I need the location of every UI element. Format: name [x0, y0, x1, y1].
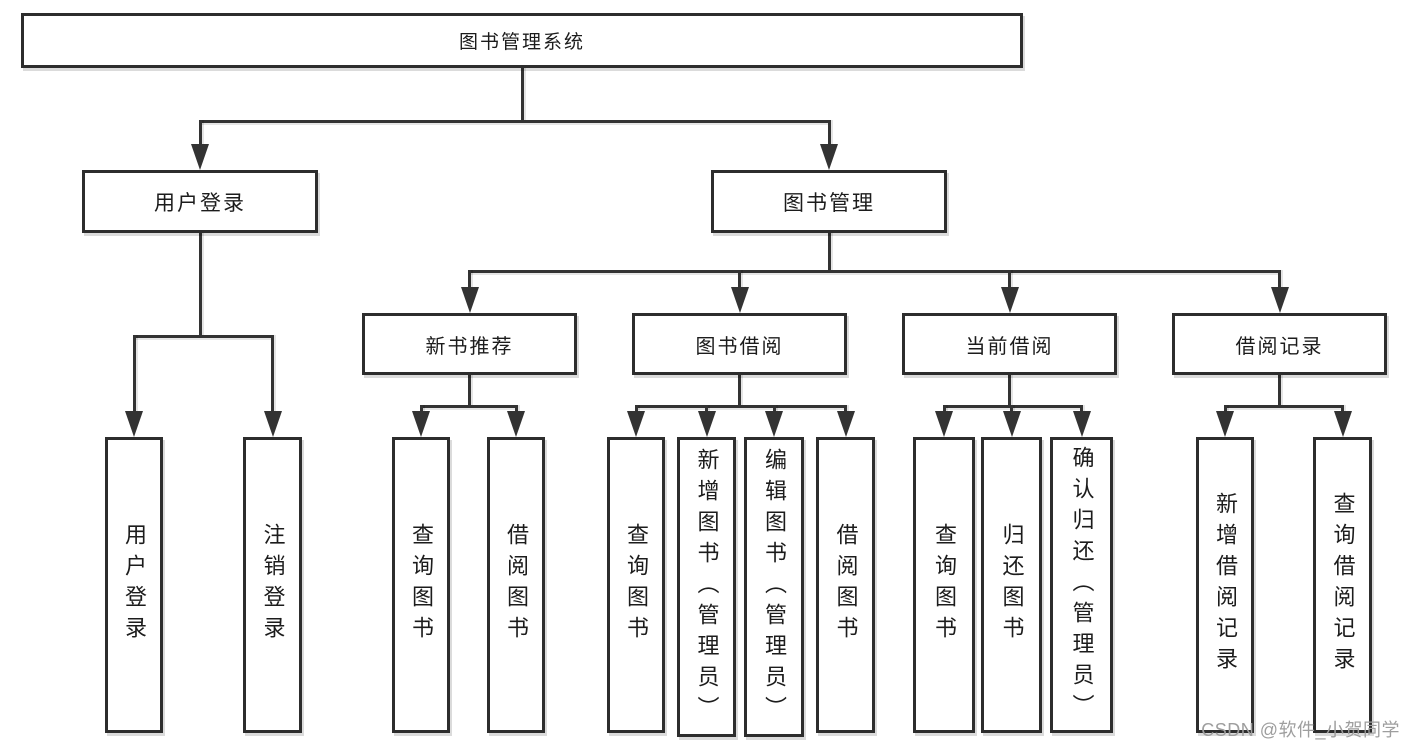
node-leaf-add-borrow-record-label: 新增借阅记录 [1213, 492, 1238, 678]
connector-line [468, 270, 471, 293]
node-leaf-query-books: 查询图书 [392, 437, 450, 733]
connector-line [827, 120, 831, 150]
node-user-login-label: 用户登录 [154, 191, 246, 215]
node-leaf-user-login-label: 用户登录 [122, 523, 147, 647]
connector-arrowhead-down [125, 411, 143, 437]
node-leaf-confirm-return-admin-label: 确认归还（管理员） [1069, 445, 1095, 725]
connector-arrowhead-down [263, 411, 282, 437]
node-leaf-borrow-books-label: 借阅图书 [833, 523, 859, 647]
connector-line [1008, 375, 1011, 408]
connector-line [1008, 270, 1011, 293]
connector-arrowhead-down [836, 411, 855, 437]
connector-arrowhead-down [191, 144, 209, 170]
node-leaf-add-book-admin-label: 新增图书（管理员） [694, 447, 720, 727]
node-leaf-add-book-admin: 新增图书（管理员） [677, 437, 736, 737]
node-leaf-return-books: 归还图书 [981, 437, 1042, 733]
connector-line [738, 270, 741, 293]
node-leaf-borrow-books: 借阅图书 [816, 437, 875, 733]
node-new-book-recommend: 新书推荐 [362, 313, 577, 375]
node-leaf-edit-book-admin-label: 编辑图书（管理员） [762, 447, 787, 727]
connector-line [419, 405, 518, 408]
connector-arrowhead-down [1270, 287, 1289, 313]
connector-line [468, 270, 1281, 273]
node-leaf-logout-label: 注销登录 [260, 523, 286, 647]
connector-arrowhead-down [1000, 287, 1019, 313]
connector-line [132, 335, 274, 338]
node-borrowing-records-label: 借阅记录 [1235, 335, 1324, 358]
node-book-management-label: 图书管理 [783, 191, 875, 215]
node-book-management: 图书管理 [711, 170, 947, 233]
connector-arrowhead-down [507, 411, 525, 437]
node-leaf-confirm-return-admin: 确认归还（管理员） [1050, 437, 1113, 733]
node-borrowing-records: 借阅记录 [1172, 313, 1387, 375]
connector-arrowhead-down [935, 411, 953, 437]
connector-line [198, 120, 831, 123]
node-book-borrowing: 图书借阅 [632, 313, 847, 375]
node-user-login: 用户登录 [82, 170, 318, 233]
connector-line [827, 233, 831, 273]
connector-arrowhead-down [627, 411, 645, 437]
node-leaf-edit-book-admin: 编辑图书（管理员） [744, 437, 804, 737]
connector-arrowhead-down [730, 287, 749, 313]
connector-line [1278, 375, 1281, 408]
node-leaf-query-borrow-record-label: 查询借阅记录 [1330, 492, 1356, 678]
node-leaf-borrow-books: 借阅图书 [487, 437, 545, 733]
node-leaf-logout: 注销登录 [243, 437, 302, 733]
connector-line [1278, 270, 1281, 293]
node-leaf-add-borrow-record: 新增借阅记录 [1196, 437, 1254, 733]
node-new-book-recommend-label: 新书推荐 [425, 335, 514, 358]
connector-line [738, 375, 741, 408]
node-leaf-query-borrow-record: 查询借阅记录 [1313, 437, 1372, 733]
node-leaf-return-books-label: 归还图书 [999, 523, 1025, 647]
node-current-borrowing-label: 当前借阅 [965, 335, 1054, 358]
node-library-system-label: 图书管理系统 [458, 32, 585, 53]
connector-line [520, 68, 524, 123]
node-leaf-query-books: 查询图书 [913, 437, 975, 733]
connector-line [198, 120, 202, 150]
connector-line [1223, 405, 1344, 408]
connector-line [198, 233, 202, 338]
connector-arrowhead-down [765, 411, 783, 437]
watermark: CSDN @软件_小贺同学 [1201, 720, 1400, 740]
node-leaf-query-books-label: 查询图书 [624, 523, 649, 647]
node-current-borrowing: 当前借阅 [902, 313, 1117, 375]
node-leaf-user-login: 用户登录 [105, 437, 163, 733]
node-leaf-query-books-label: 查询图书 [932, 523, 957, 647]
node-leaf-query-books-label: 查询图书 [409, 523, 434, 647]
connector-arrowhead-down [820, 144, 838, 170]
connector-arrowhead-down [1072, 411, 1091, 437]
connector-line [132, 335, 136, 417]
connector-line [468, 375, 471, 408]
connector-arrowhead-down [1333, 411, 1352, 437]
connector-arrowhead-down [1216, 411, 1234, 437]
node-book-borrowing-label: 图书借阅 [695, 335, 784, 358]
node-leaf-borrow-books-label: 借阅图书 [504, 523, 529, 647]
node-leaf-query-books: 查询图书 [607, 437, 665, 733]
node-library-system: 图书管理系统 [21, 13, 1023, 68]
connector-arrowhead-down [412, 411, 430, 437]
connector-arrowhead-down [697, 411, 716, 437]
connector-line [634, 405, 847, 408]
connector-line [271, 335, 274, 417]
connector-arrowhead-down [460, 287, 479, 313]
connector-arrowhead-down [1002, 411, 1021, 437]
